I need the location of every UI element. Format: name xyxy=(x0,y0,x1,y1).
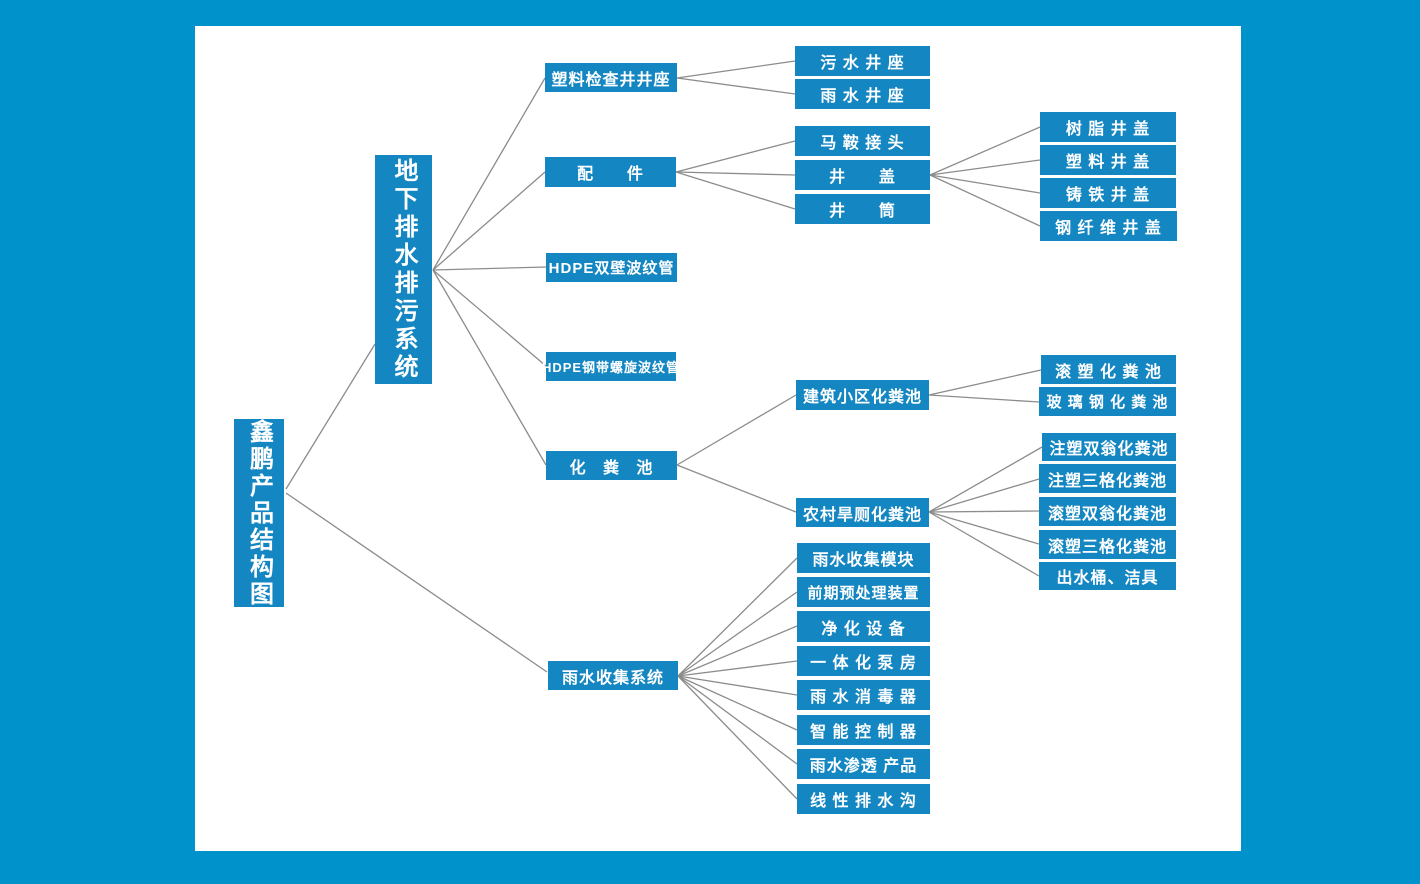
node-permeation: 雨水渗透 产品 xyxy=(797,749,930,779)
node-septic: 化 粪 池 xyxy=(546,451,677,480)
node-saddle: 马 鞍 接 头 xyxy=(795,126,930,156)
node-frp-septic: 玻 璃 钢 化 粪 池 xyxy=(1039,387,1176,416)
node-pretreатment: 前期预处理装置 xyxy=(797,577,930,607)
node-fittings: 配 件 xyxy=(545,157,676,187)
node-purification: 净 化 设 备 xyxy=(797,611,930,642)
node-hdpe-steel: HDPE钢带螺旋波纹管 xyxy=(542,352,679,381)
node-hdpe-double: HDPE双壁波纹管 xyxy=(546,253,677,282)
node-pump-house: 一 体 化 泵 房 xyxy=(797,646,930,676)
node-plastic-cover: 塑 料 井 盖 xyxy=(1040,145,1176,175)
sys-underground: 地下排水排污系统 xyxy=(375,155,432,384)
node-fiber-cover: 钢 纤 维 井 盖 xyxy=(1040,211,1177,241)
node-resin-cover: 树 脂 井 盖 xyxy=(1040,112,1176,142)
node-well-barrel: 井 筒 xyxy=(795,194,930,224)
node-linear-drain: 线 性 排 水 沟 xyxy=(797,784,930,814)
node-roto-double: 滚塑双翁化粪池 xyxy=(1039,497,1176,526)
node-inj-three: 注塑三格化粪池 xyxy=(1039,464,1176,493)
node-well-cover: 井 盖 xyxy=(795,160,930,190)
node-plastic-seat: 塑料检查井井座 xyxy=(545,63,677,92)
node-rain-seat: 雨 水 井 座 xyxy=(795,79,930,109)
node-roto-three: 滚塑三格化粪池 xyxy=(1039,530,1176,559)
root: 鑫鹏产品结构图 xyxy=(234,419,284,608)
sys-rainwater: 雨水收集系统 xyxy=(548,661,678,690)
node-roto-septic: 滚 塑 化 粪 池 xyxy=(1041,355,1176,384)
node-rural-septic: 农村旱厕化粪池 xyxy=(796,498,929,527)
node-inj-double: 注塑双翁化粪池 xyxy=(1042,433,1176,461)
node-sewage-seat: 污 水 井 座 xyxy=(795,46,930,76)
node-outlet-bucket: 出水桶、洁具 xyxy=(1039,562,1176,590)
node-iron-cover: 铸 铁 井 盖 xyxy=(1040,178,1176,208)
node-controller: 智 能 控 制 器 xyxy=(797,715,930,745)
node-rain-module: 雨水收集模块 xyxy=(797,543,930,573)
node-building-septic: 建筑小区化粪池 xyxy=(796,380,929,410)
node-disinfector: 雨 水 消 毒 器 xyxy=(797,680,930,710)
